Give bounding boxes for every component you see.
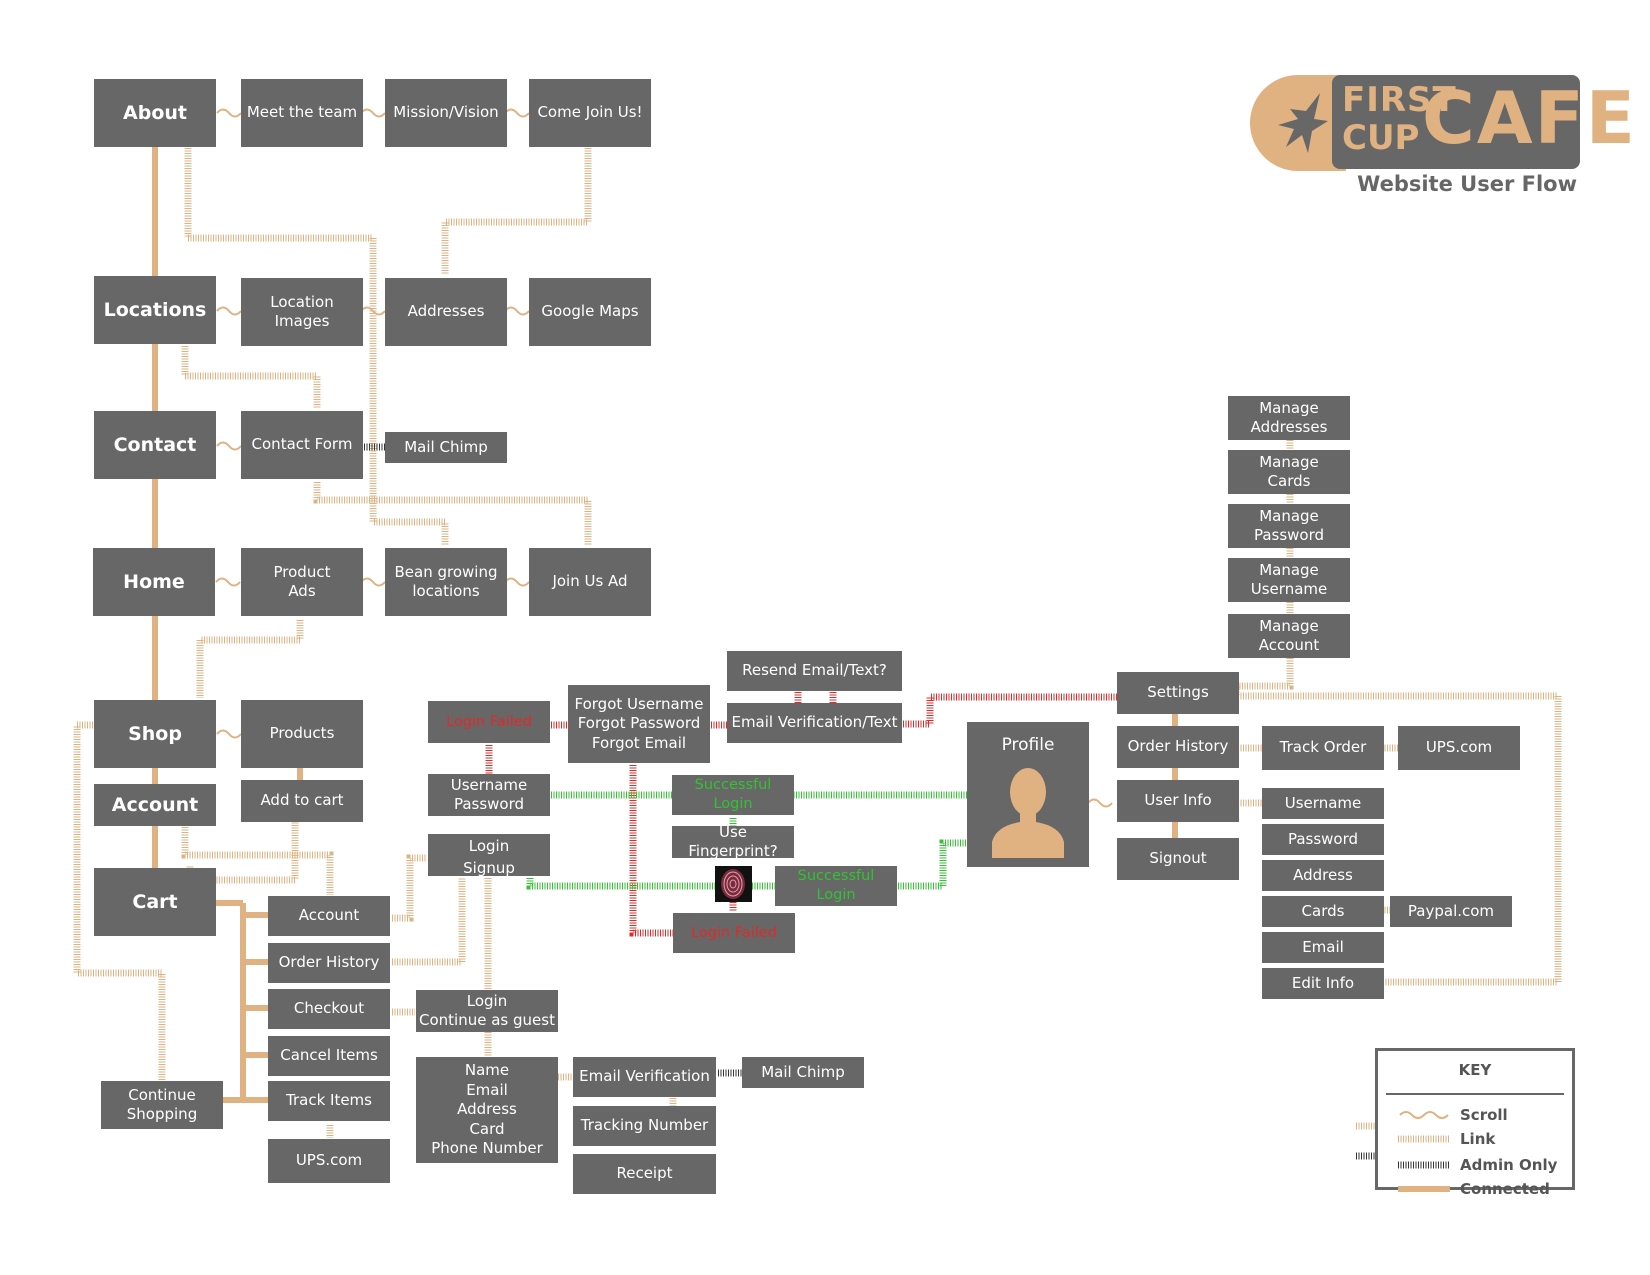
node-user-info-username[interactable]: Username <box>1262 788 1384 819</box>
logo-badge <box>1332 75 1580 169</box>
scroll-swatch <box>1399 1111 1449 1119</box>
legend-scroll: Scroll <box>1398 1105 1508 1125</box>
node-user-info-cards[interactable]: Cards <box>1262 896 1384 927</box>
node-edit-info[interactable]: Edit Info <box>1262 968 1384 999</box>
login-label: Login <box>468 837 510 855</box>
node-mail-chimp-checkout[interactable]: Mail Chimp <box>742 1057 864 1088</box>
node-track-order[interactable]: Track Order <box>1262 726 1384 770</box>
node-contact[interactable]: Contact <box>94 411 216 479</box>
node-user-info-password[interactable]: Password <box>1262 824 1384 855</box>
logo-cup-text: CUP <box>1342 118 1420 158</box>
node-manage-addresses[interactable]: Manage Addresses <box>1228 396 1350 440</box>
node-meet-the-team[interactable]: Meet the team <box>241 79 363 147</box>
node-forgot-credentials[interactable]: Forgot Username Forgot Password Forgot E… <box>568 685 710 763</box>
bird-icon <box>1250 75 1346 171</box>
node-email-verification-text[interactable]: Email Verification/Text <box>727 703 902 743</box>
node-track-items[interactable]: Track Items <box>268 1081 390 1121</box>
legend-scroll-label: Scroll <box>1460 1106 1508 1124</box>
node-resend-email-text[interactable]: Resend Email/Text? <box>727 651 902 691</box>
node-manage-account[interactable]: Manage Account <box>1228 614 1350 658</box>
legend-divider <box>1386 1093 1564 1095</box>
node-product-ads[interactable]: Product Ads <box>241 548 363 616</box>
node-manage-password[interactable]: Manage Password <box>1228 504 1350 548</box>
diagram-subtitle: Website User Flow <box>1357 172 1577 196</box>
node-add-to-cart[interactable]: Add to cart <box>241 780 363 822</box>
node-manage-username[interactable]: Manage Username <box>1228 558 1350 602</box>
node-use-fingerprint[interactable]: Use Fingerprint? <box>672 823 794 860</box>
failure-connectors <box>485 692 1118 937</box>
node-contact-form[interactable]: Contact Form <box>241 411 363 479</box>
user-avatar-icon <box>992 768 1064 859</box>
node-cancel-items[interactable]: Cancel Items <box>268 1036 390 1076</box>
node-manage-cards[interactable]: Manage Cards <box>1228 450 1350 494</box>
profile-label: Profile <box>1001 735 1055 755</box>
node-about[interactable]: About <box>94 79 216 147</box>
connected-swatch <box>1398 1186 1450 1192</box>
node-profile[interactable]: Profile <box>967 722 1089 867</box>
node-login-signup[interactable]: Login Signup <box>428 834 550 877</box>
node-bean-growing-locations[interactable]: Bean growing locations <box>385 548 507 616</box>
node-user-info-email[interactable]: Email <box>1262 932 1384 963</box>
node-google-maps[interactable]: Google Maps <box>529 278 651 346</box>
node-successful-login-1: Successful Login <box>672 775 794 815</box>
node-home[interactable]: Home <box>93 548 215 616</box>
node-email-verification[interactable]: Email Verification <box>573 1057 716 1097</box>
node-checkout[interactable]: Checkout <box>268 989 390 1029</box>
node-come-join-us[interactable]: Come Join Us! <box>529 79 651 147</box>
logo-cafe-text: CAFE <box>1422 76 1637 160</box>
node-paypal[interactable]: Paypal.com <box>1390 896 1512 927</box>
node-mission-vision[interactable]: Mission/Vision <box>385 79 507 147</box>
fingerprint-icon <box>715 866 752 902</box>
link-swatch <box>1398 1135 1450 1143</box>
legend-connected-label: Connected <box>1460 1180 1550 1198</box>
first-cup-cafe-logo: FIRST CUP CAFE <box>1250 75 1635 171</box>
node-tracking-number[interactable]: Tracking Number <box>573 1106 716 1146</box>
node-username-password[interactable]: Username Password <box>428 774 550 816</box>
legend-link-label: Link <box>1460 1130 1496 1148</box>
logo-first-text: FIRST <box>1342 80 1457 120</box>
node-ups-cart[interactable]: UPS.com <box>268 1139 390 1183</box>
node-login-continue-guest[interactable]: Login Continue as guest <box>416 990 558 1032</box>
legend-connected: Connected <box>1398 1179 1550 1199</box>
node-cart-order-history[interactable]: Order History <box>268 943 390 983</box>
node-continue-shopping[interactable]: Continue Shopping <box>101 1081 223 1129</box>
node-receipt[interactable]: Receipt <box>573 1154 716 1194</box>
node-account-main[interactable]: Account <box>94 784 216 826</box>
link-connectors <box>73 148 1562 1138</box>
node-guest-info[interactable]: Name Email Address Card Phone Number <box>416 1057 558 1163</box>
legend-key: KEY Scroll Link Admin Only Connected <box>1375 1048 1575 1198</box>
node-mail-chimp-contact[interactable]: Mail Chimp <box>385 432 507 463</box>
node-addresses[interactable]: Addresses <box>385 278 507 346</box>
node-signout[interactable]: Signout <box>1117 838 1239 880</box>
legend-admin-label: Admin Only <box>1460 1156 1558 1174</box>
node-ups-profile[interactable]: UPS.com <box>1398 726 1520 770</box>
node-successful-login-2: Successful Login <box>775 866 897 906</box>
node-location-images[interactable]: Location Images <box>241 278 363 346</box>
legend-title: KEY <box>1458 1061 1492 1079</box>
node-cart-account[interactable]: Account <box>268 896 390 936</box>
node-user-info[interactable]: User Info <box>1117 780 1239 822</box>
legend-admin-only: Admin Only <box>1398 1155 1557 1175</box>
node-locations[interactable]: Locations <box>94 276 216 344</box>
node-products[interactable]: Products <box>241 700 363 768</box>
node-login-failed-bottom: Login Failed <box>673 913 795 953</box>
admin-swatch <box>1398 1161 1450 1169</box>
node-user-info-address[interactable]: Address <box>1262 860 1384 891</box>
signup-label: Signup <box>463 858 515 877</box>
node-order-history-profile[interactable]: Order History <box>1117 726 1239 768</box>
legend-link: Link <box>1398 1129 1495 1149</box>
node-settings[interactable]: Settings <box>1117 672 1239 714</box>
node-shop[interactable]: Shop <box>94 700 216 768</box>
node-cart[interactable]: Cart <box>94 868 216 936</box>
node-login-failed-top: Login Failed <box>428 701 550 743</box>
node-join-us-ad[interactable]: Join Us Ad <box>529 548 651 616</box>
